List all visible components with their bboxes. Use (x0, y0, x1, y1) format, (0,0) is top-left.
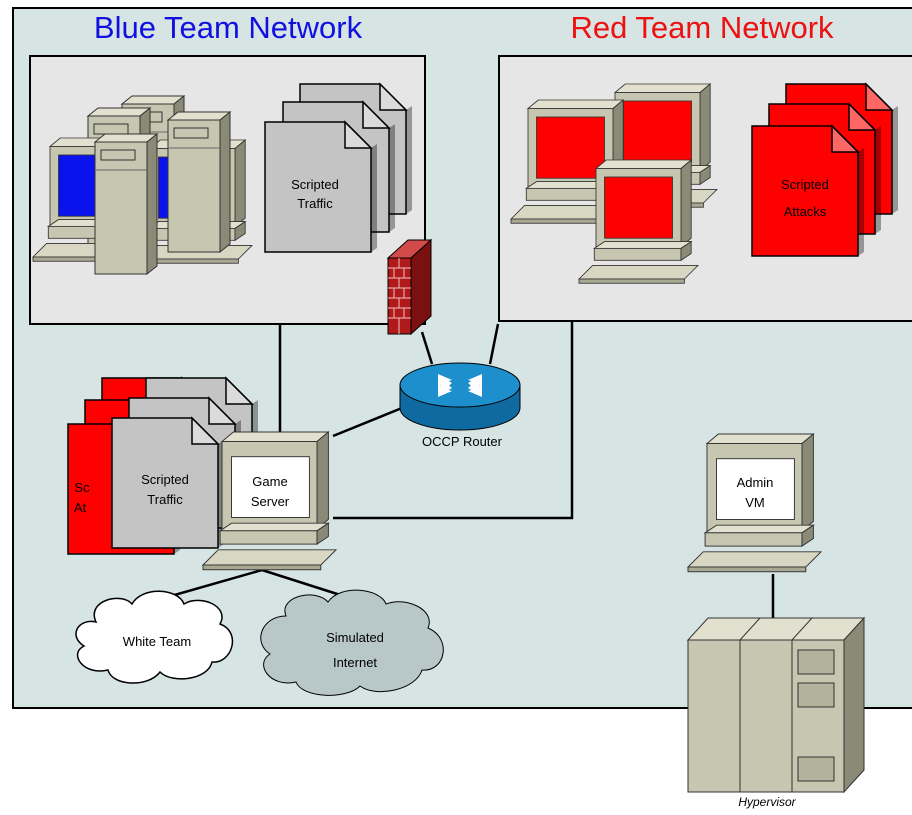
red-scripted-attacks-doc-icon (751, 83, 899, 257)
simulated-internet-line1: Simulated (326, 630, 384, 645)
white-team-label: White Team (123, 634, 191, 649)
red-doc-line1: Scripted (781, 177, 829, 192)
game-attacks-line1: Sc (74, 480, 90, 495)
red-team-title: Red Team Network (570, 10, 834, 45)
simulated-internet-line2: Internet (333, 655, 377, 670)
blue-doc-line1: Scripted (291, 177, 339, 192)
game-traffic-line1: Scripted (141, 472, 189, 487)
blue-doc-line2: Traffic (297, 196, 333, 211)
admin-vm-line1: Admin (737, 475, 774, 490)
simulated-internet-cloud-icon (260, 589, 444, 696)
game-server-line1: Game (252, 474, 287, 489)
white-team-cloud-icon (75, 590, 234, 684)
admin-vm-line2: VM (745, 495, 765, 510)
router-icon (399, 362, 521, 431)
game-traffic-line2: Traffic (147, 492, 183, 507)
router-label: OCCP Router (422, 434, 503, 449)
firewall-icon (386, 238, 433, 336)
blue-team-title: Blue Team Network (94, 10, 363, 45)
hypervisor-server-icon (686, 616, 866, 794)
game-attacks-line2: At (74, 500, 87, 515)
admin-vm-workstation-icon (687, 433, 822, 573)
blue-scripted-traffic-doc-icon (264, 83, 413, 253)
red-doc-line2: Attacks (784, 204, 827, 219)
red-workstations (510, 83, 718, 284)
blue-workstations (32, 95, 253, 275)
game-server-workstation-icon (202, 431, 337, 571)
game-server-line2: Server (251, 494, 290, 509)
hypervisor-label: Hypervisor (738, 795, 796, 809)
